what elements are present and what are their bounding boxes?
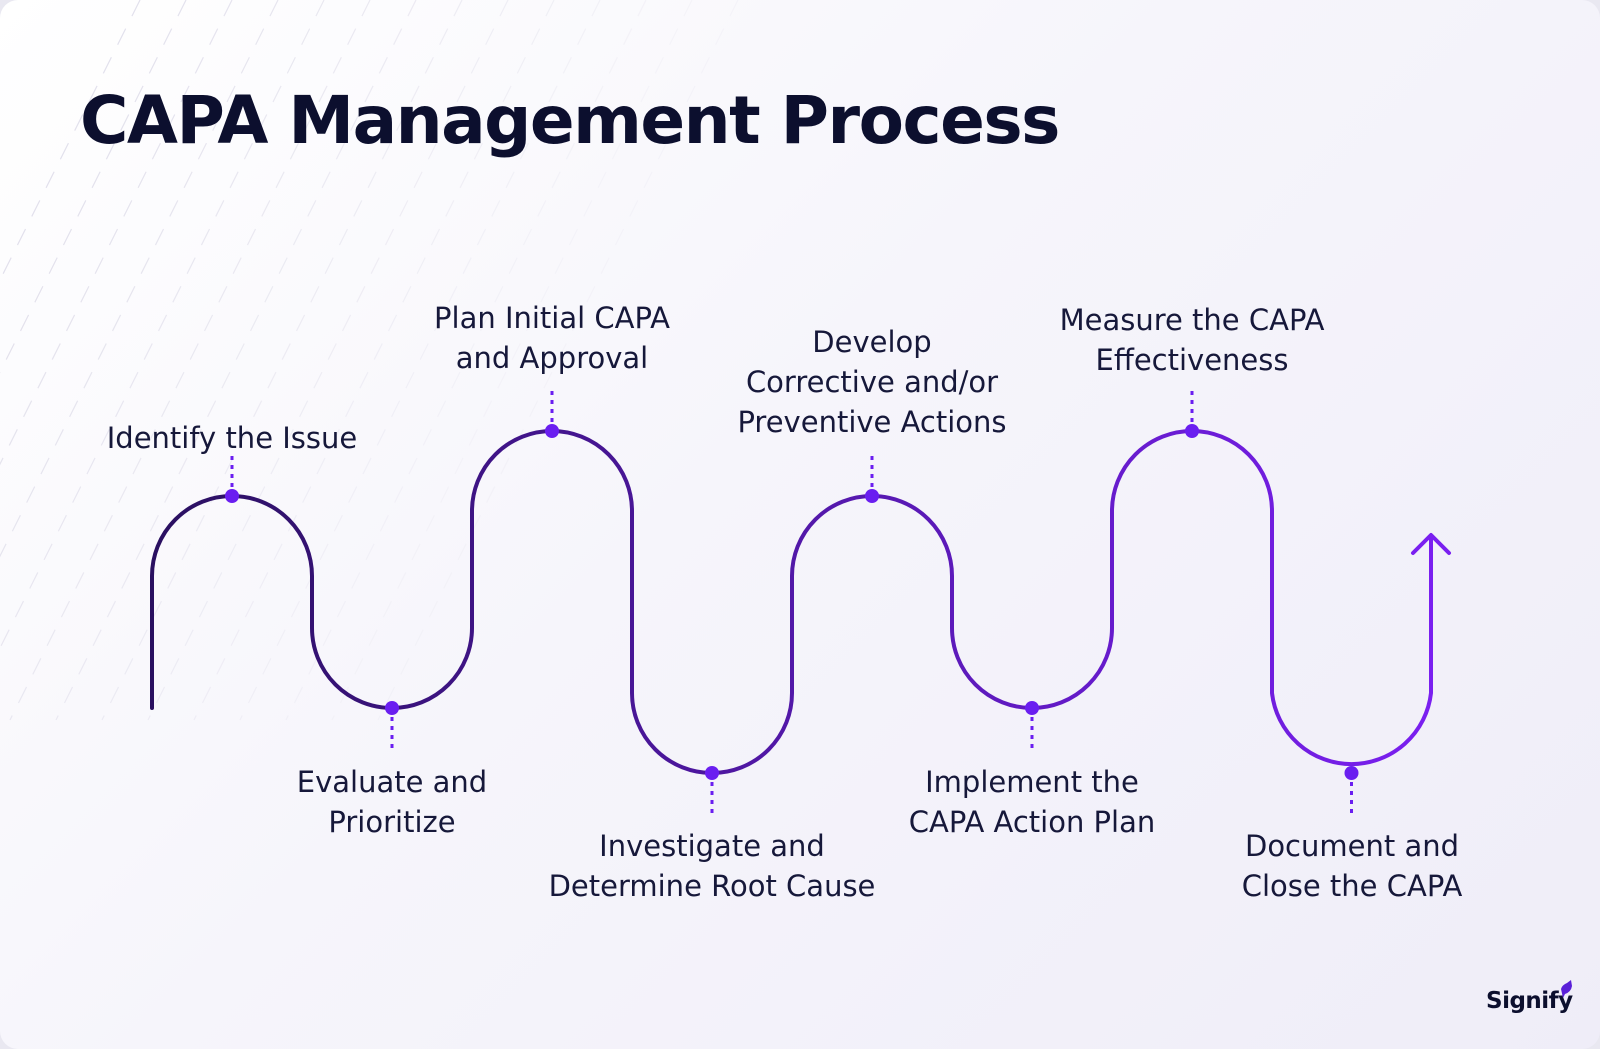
process-flow-path bbox=[150, 429, 1433, 775]
background-stripe bbox=[193, 0, 555, 721]
step-node-2 bbox=[385, 701, 399, 715]
step-label-2: Evaluate and Prioritize bbox=[296, 765, 488, 839]
leaf-mark-icon bbox=[1561, 980, 1572, 998]
background-stripe bbox=[0, 0, 141, 282]
background-stripe bbox=[0, 0, 187, 374]
page-title: CAPA Management Process bbox=[80, 82, 1060, 159]
background-stripe bbox=[239, 0, 601, 721]
background-stripe bbox=[55, 0, 417, 721]
background-stripe bbox=[0, 0, 325, 650]
background-stripe bbox=[147, 0, 509, 721]
connectors bbox=[230, 391, 1353, 813]
step-label-3: Plan Initial CAPA and Approval bbox=[434, 301, 670, 375]
step-node-6 bbox=[1025, 701, 1039, 715]
step-label-1: Identify the Issue bbox=[106, 421, 358, 455]
background-stripe bbox=[0, 0, 279, 558]
step-node-5 bbox=[865, 489, 879, 503]
background-stripe bbox=[285, 0, 647, 721]
step-node-7 bbox=[1185, 424, 1199, 438]
step-nodes bbox=[225, 424, 1359, 780]
background-stripe bbox=[0, 0, 233, 466]
step-label-8: Document and Close the CAPA bbox=[1241, 829, 1463, 903]
arrow-up-icon bbox=[1411, 533, 1451, 555]
brand-logo: Signify bbox=[1486, 988, 1573, 1014]
background-stripe bbox=[331, 0, 693, 721]
step-label-5: Develop Corrective and/or Preventive Act… bbox=[737, 325, 1007, 439]
step-label-6: Implement the CAPA Action Plan bbox=[908, 765, 1156, 839]
step-node-1 bbox=[225, 489, 239, 503]
step-node-3 bbox=[545, 424, 559, 438]
step-node-4 bbox=[705, 766, 719, 780]
step-node-8 bbox=[1344, 766, 1359, 780]
background-stripe bbox=[101, 0, 463, 721]
step-label-4: Investigate and Determine Root Cause bbox=[548, 829, 876, 903]
step-label-7: Measure the CAPA Effectiveness bbox=[1059, 303, 1325, 377]
background-stripe bbox=[9, 0, 371, 721]
background-stripe bbox=[377, 0, 739, 721]
